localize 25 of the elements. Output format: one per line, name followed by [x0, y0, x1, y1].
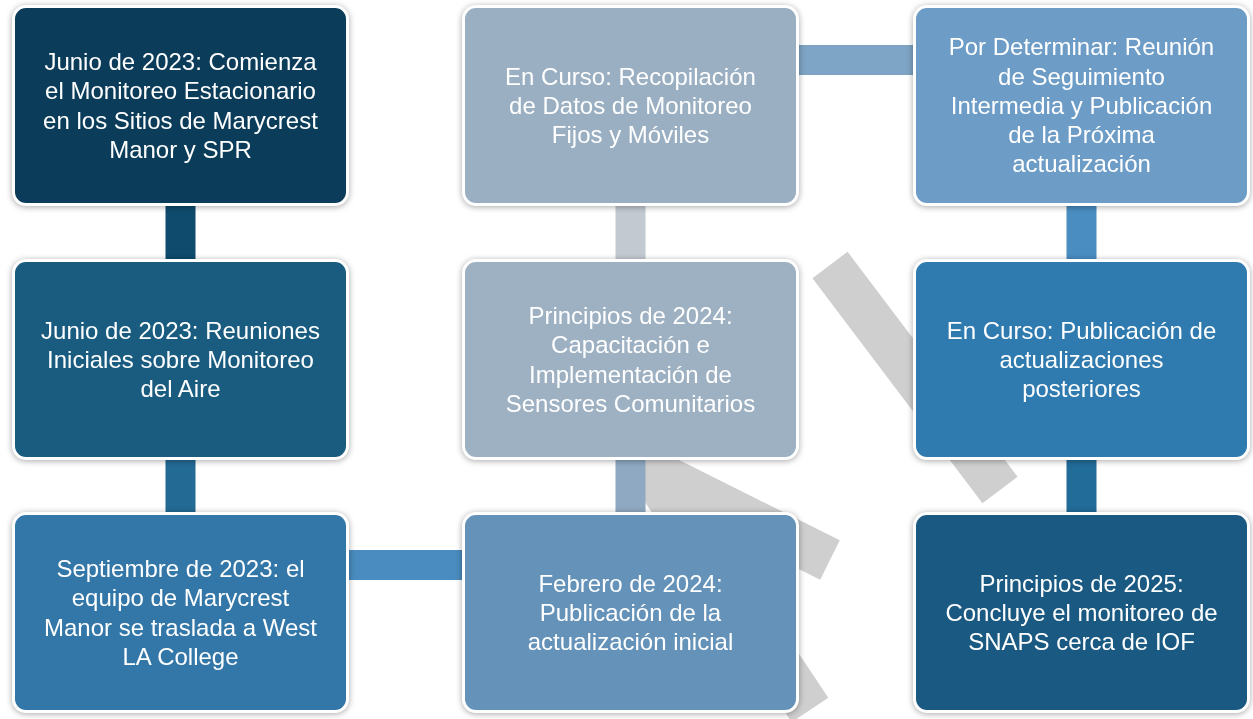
- timeline-box: [12, 259, 349, 460]
- milestone-text: En Curso: Recopilación de Datos de Monitoreo Fijos y Móviles: [504, 61, 757, 150]
- milestone-text: Junio de 2023: Reuniones Iniciales sobre Monitoreo del Aire: [41, 315, 320, 404]
- milestone-text: En Curso: Publicación de actualizaciones posteriores: [945, 315, 1218, 404]
- connector-bar: [615, 460, 646, 512]
- milestone-text: Principios de 2024: Capacitación e Implementación de Sensores Comunitarios: [504, 300, 757, 419]
- timeline-box: [913, 512, 1250, 713]
- timeline-box: [913, 259, 1250, 460]
- milestone-text: Por Determinar: Reunión de Seguimiento Intermedia y Publicación de la Próxima actualización: [947, 32, 1216, 179]
- connector-bar: [1066, 460, 1097, 512]
- timeline-box: [462, 5, 799, 206]
- connector-bar: [1066, 206, 1097, 259]
- timeline-box: [462, 259, 799, 460]
- connector-bar: [615, 206, 646, 259]
- milestone-text: Septiembre de 2023: el equipo de Marycrest Manor se traslada a West LA College: [43, 553, 318, 672]
- connector-bar: [165, 206, 196, 259]
- milestone-text: Principios de 2025: Concluye el monitoreo de SNAPS cerca de IOF: [944, 568, 1219, 657]
- timeline-box: [462, 512, 799, 713]
- timeline-box: [12, 5, 349, 206]
- timeline-box: [913, 5, 1250, 206]
- milestone-text: Junio de 2023: Comienza el Monitoreo Estacionario en los Sitios de Marycrest Manor y SPR: [42, 46, 319, 165]
- timeline-box: [12, 512, 349, 713]
- connector-bar: [349, 550, 462, 580]
- connector-bar: [165, 460, 196, 512]
- milestone-text: Febrero de 2024: Publicación de la actualización inicial: [526, 568, 735, 657]
